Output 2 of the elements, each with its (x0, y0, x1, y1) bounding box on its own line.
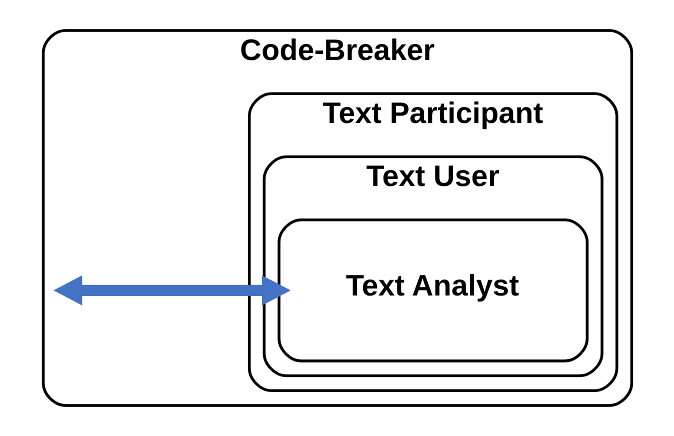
node-box: Text Analyst (277, 218, 588, 362)
arrow (52, 275, 290, 306)
